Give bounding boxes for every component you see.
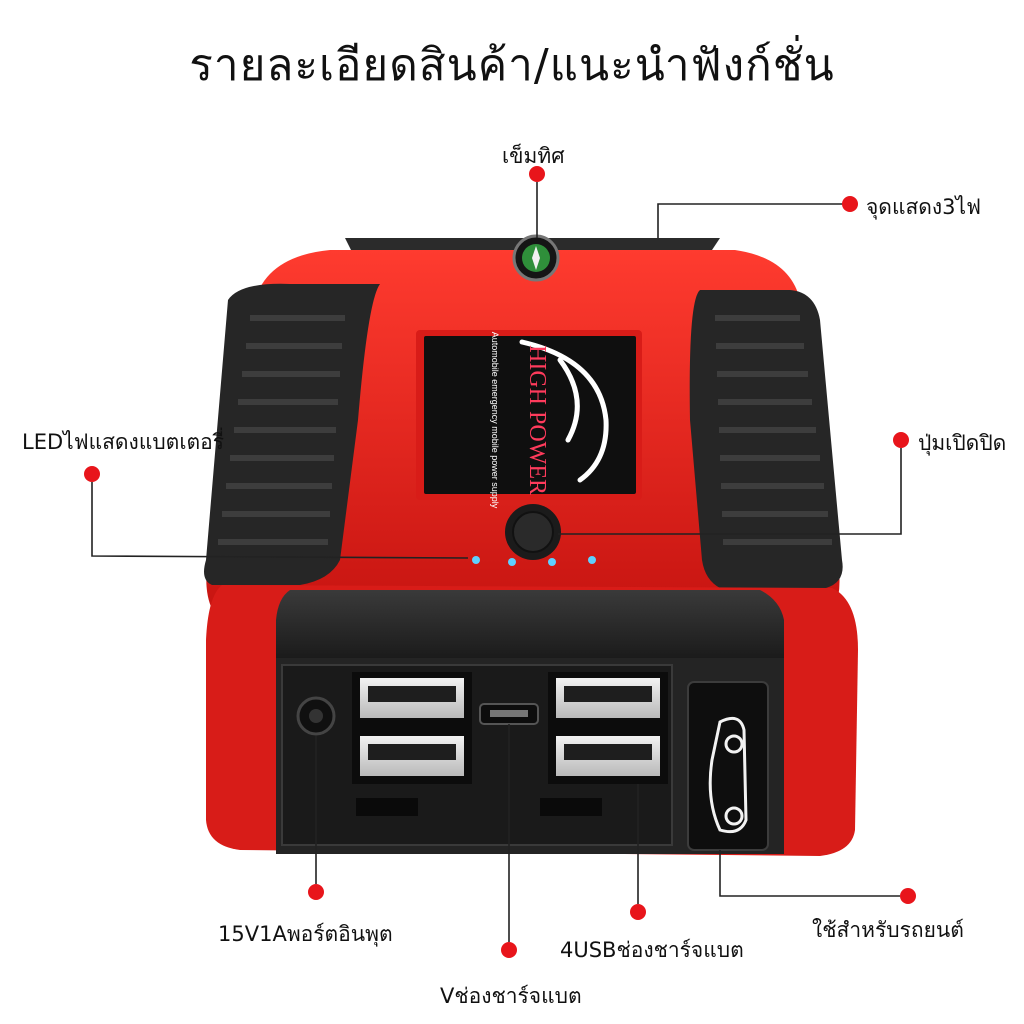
car-icon: [708, 716, 748, 834]
callout-dc-leader: [308, 736, 324, 900]
callout-dot-car: [900, 888, 916, 904]
callout-lights-leader: [657, 196, 858, 238]
battery-led-indicators: [472, 556, 596, 566]
usb-port-group-right: [548, 672, 668, 784]
jump-starter-device: HIGH POWER Automobile emergency mobile p…: [204, 234, 858, 856]
callout-dot-dc: [308, 884, 324, 900]
callout-label-usb: 4USBช่องชาร์จแบต: [560, 938, 744, 962]
callout-label-compass: เข็มทิศ: [502, 144, 565, 168]
callout-dot-lights: [842, 196, 858, 212]
callout-label-power: ปุ่มเปิดปิด: [918, 431, 1007, 455]
callout-label-v: Vช่องชาร์จแบต: [440, 984, 582, 1008]
callout-label-car: ใช้สำหรับรถยนต์: [812, 918, 964, 942]
vent-right: [540, 798, 602, 816]
callout-compass-leader: [529, 166, 545, 238]
usb-port-group-left: [352, 672, 472, 784]
vent-left: [356, 798, 418, 816]
callout-dot-led: [84, 466, 100, 482]
callout-dot-compass: [529, 166, 545, 182]
callout-led-leader: [84, 466, 469, 559]
callout-car-leader: [719, 850, 916, 904]
grip-ribs: [218, 315, 832, 545]
brand-logo-text: HIGH POWER: [524, 345, 550, 495]
compass-icon: [512, 234, 560, 282]
car-jump-port: [687, 681, 769, 851]
left-grip: [204, 283, 380, 585]
brand-tagline-text: Automobile emergency mobile power supply: [490, 332, 500, 509]
page-title: รายละเอียดสินค้า/แนะนำฟังก์ชั่น: [189, 40, 835, 91]
callout-v-leader: [501, 724, 517, 958]
power-button[interactable]: [505, 504, 561, 560]
callout-label-dc: 15V1Aพอร์ตอินพุต: [218, 922, 393, 946]
callout-label-led: LEDไฟแสดงแบตเตอรี่: [22, 430, 225, 454]
logo-car-outline-icon: [519, 339, 609, 483]
callout-dot-power: [893, 432, 909, 448]
callout-dot-v: [501, 942, 517, 958]
callout-label-lights: จุดแสดง3ไฟ: [866, 195, 981, 219]
port-panel: [276, 590, 784, 658]
callout-power-leader: [558, 432, 909, 535]
v-charge-port: [479, 703, 539, 725]
callout-usb-leader: [630, 784, 646, 920]
dc-input-port: [296, 696, 336, 736]
callout-dot-usb: [630, 904, 646, 920]
